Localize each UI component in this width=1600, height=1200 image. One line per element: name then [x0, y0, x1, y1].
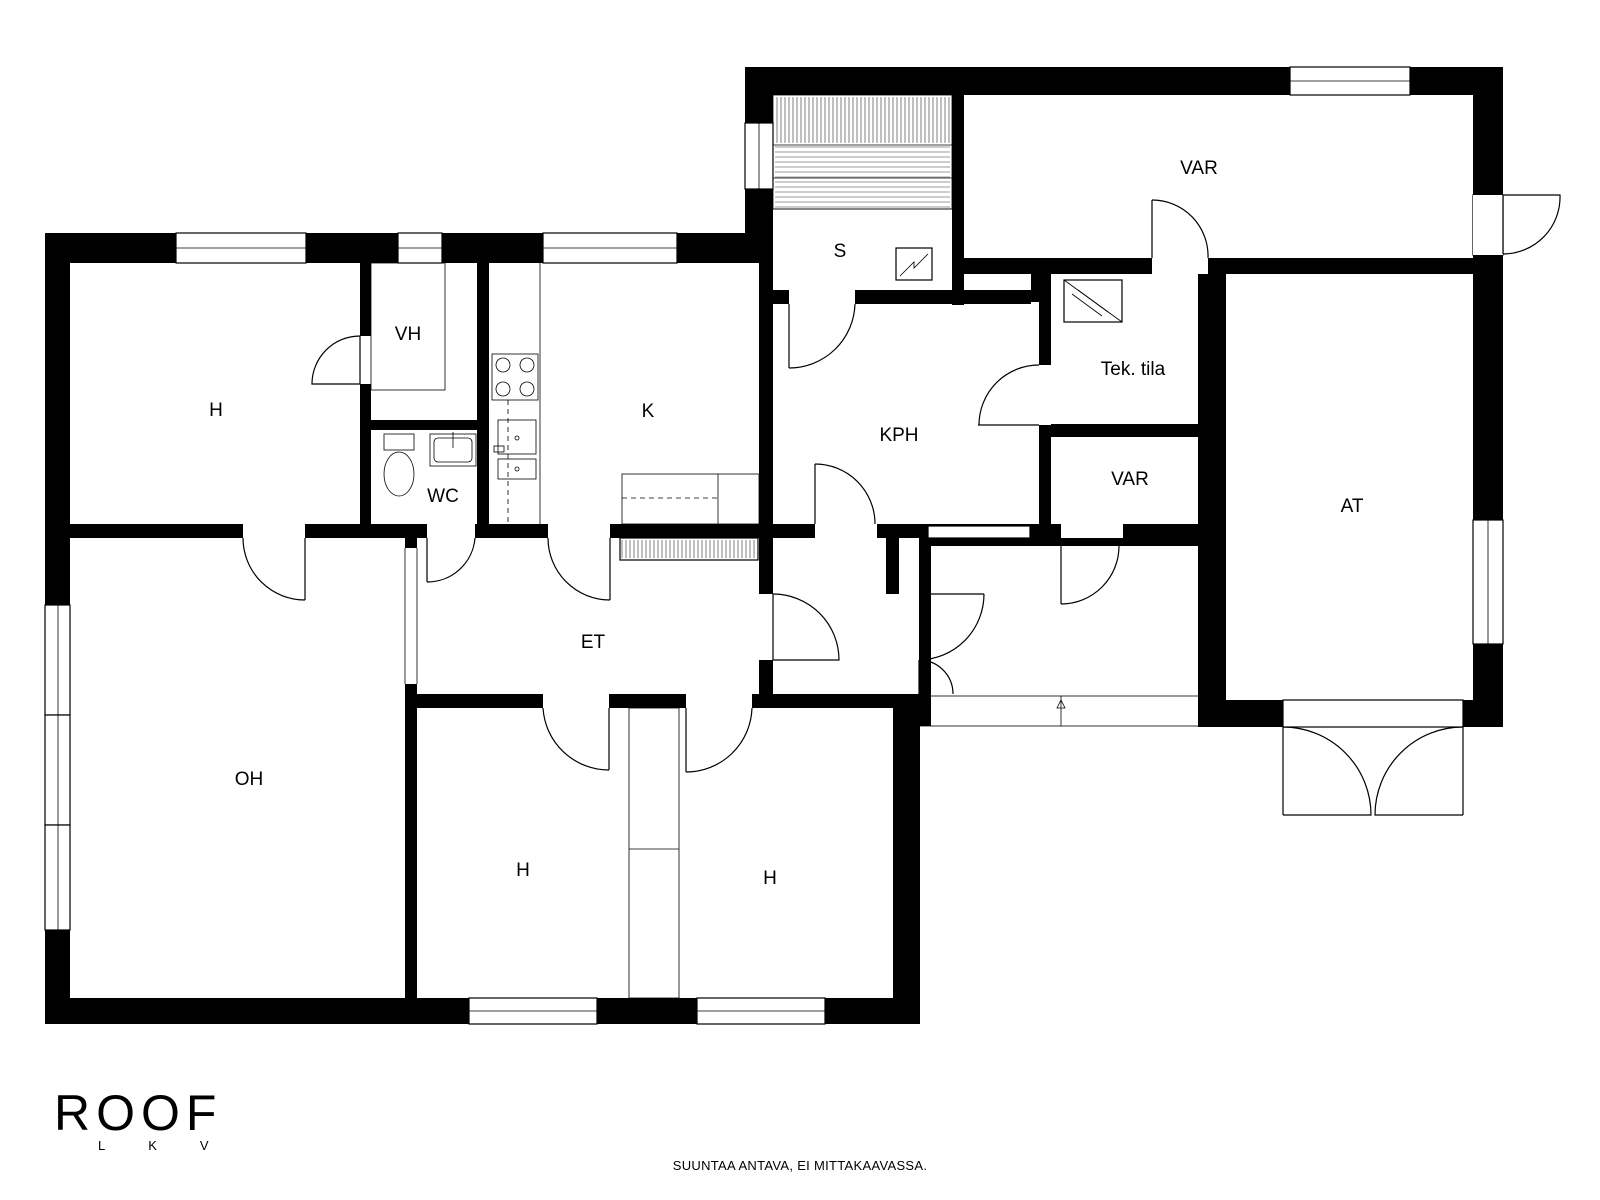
- room-label-kph: KPH: [879, 425, 918, 446]
- disclaimer-text: SUUNTAA ANTAVA, EI MITTAKAAVASSA.: [672, 1158, 928, 1173]
- room-label-h-top: H: [209, 400, 223, 421]
- door-openings: [243, 195, 1503, 727]
- room-label-at: AT: [1341, 496, 1364, 517]
- room-label-wc: WC: [427, 486, 459, 507]
- room-label-et: ET: [581, 632, 606, 653]
- room-label-vh: VH: [395, 324, 421, 345]
- logo-wordmark: ROOF: [54, 1085, 223, 1141]
- fixtures: [370, 94, 1200, 999]
- room-label-k: K: [642, 401, 655, 422]
- room-label-oh: OH: [235, 769, 264, 790]
- room-label-var-mid: VAR: [1111, 469, 1149, 490]
- room-labels: H VH WC K S VAR KPH Tek. tila VAR AT OH …: [209, 158, 1364, 889]
- room-label-h-left: H: [516, 860, 530, 881]
- doors: [242, 194, 1561, 816]
- room-label-s: S: [834, 241, 847, 262]
- room-label-h-right: H: [763, 868, 777, 889]
- logo-subtitle: LKV: [98, 1138, 252, 1153]
- sauna-bench-upper: [773, 144, 952, 210]
- room-label-tek: Tek. tila: [1101, 359, 1166, 380]
- roof-lkv-logo: ROOF LKV: [54, 1088, 284, 1154]
- room-label-var-top: VAR: [1180, 158, 1218, 179]
